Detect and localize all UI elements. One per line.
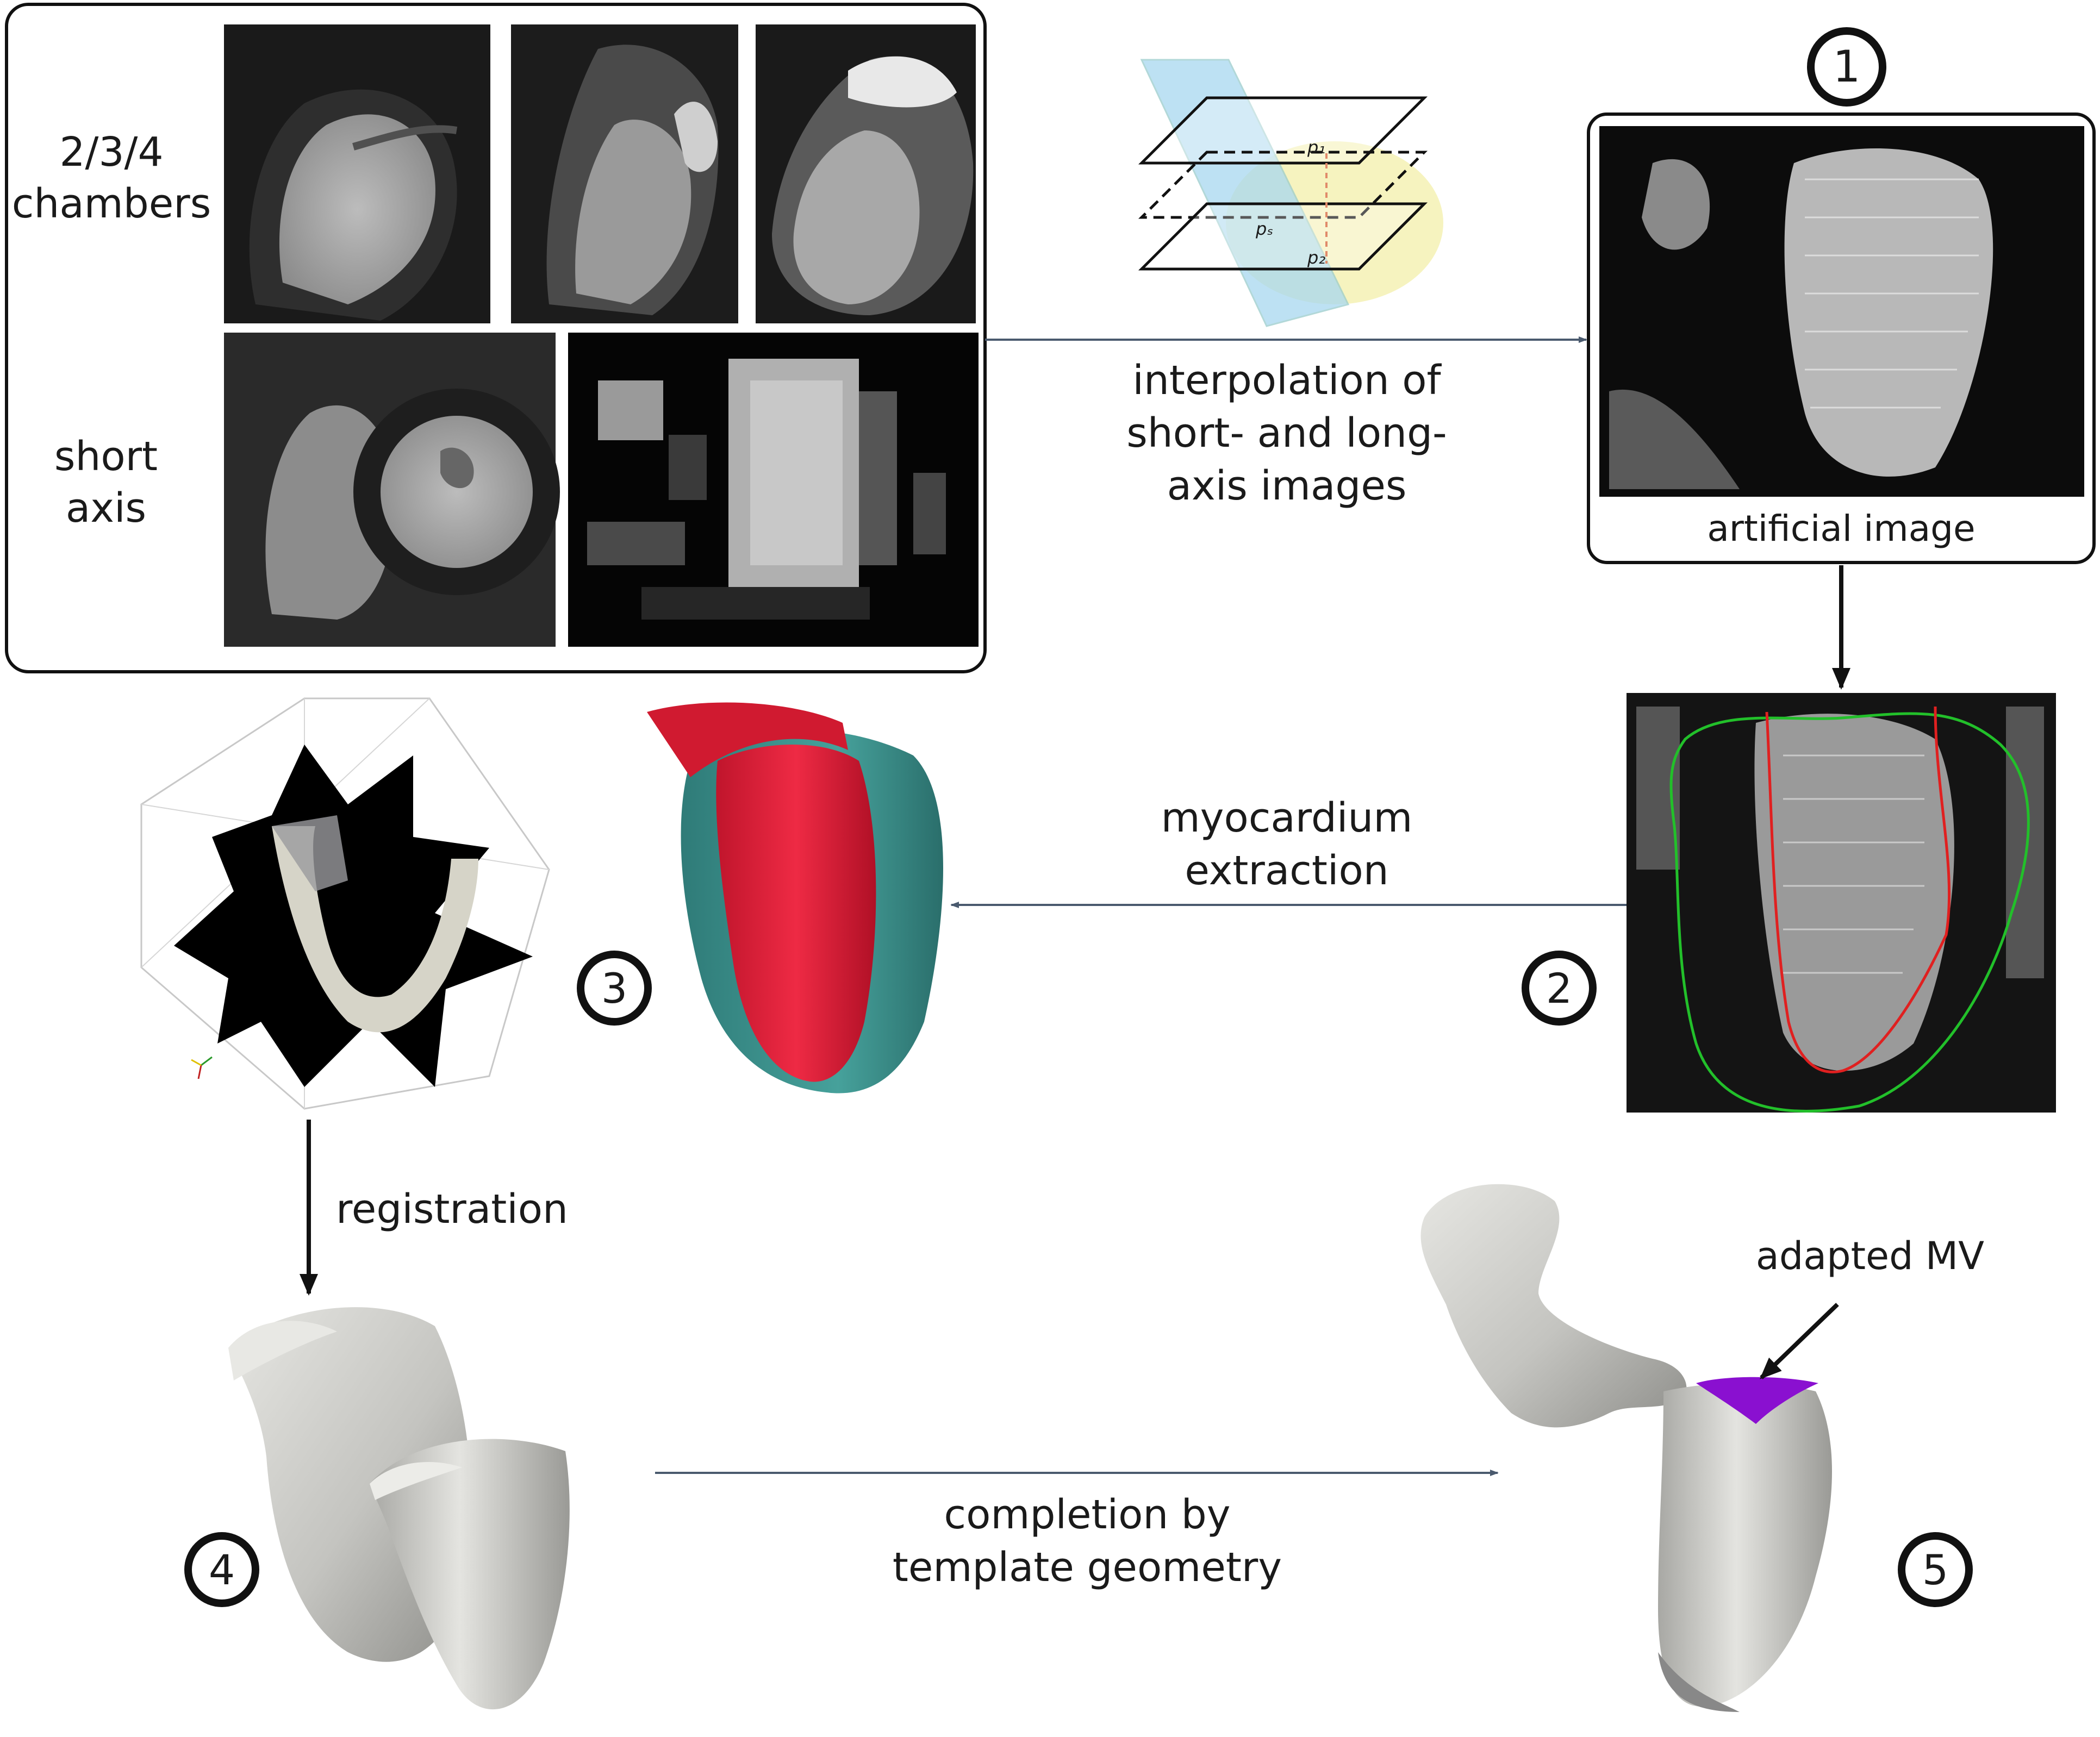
adapted-mitral-valve: [1696, 1377, 1818, 1424]
short-axis-label-line1: short: [54, 433, 158, 480]
step-5-badge: 5: [1898, 1532, 1973, 1607]
myocardium-3d-model: [647, 702, 943, 1094]
svg-text:1: 1: [1833, 41, 1861, 92]
short-axis-label-line2: axis: [66, 485, 146, 532]
arrow-to-mitral-valve: [1760, 1303, 1839, 1379]
segmentation-panel: [1627, 693, 2056, 1113]
completion-caption-line1: completion by: [944, 1491, 1230, 1538]
myocardium-caption-line2: extraction: [1185, 847, 1388, 894]
epicardium-contour: [1669, 712, 2030, 1113]
short-axis-plane-bottom: [1138, 202, 1428, 271]
svg-text:5: 5: [1922, 1546, 1948, 1594]
myocardium-caption-line1: myocardium: [1161, 795, 1413, 841]
registration-caption: registration: [336, 1186, 568, 1233]
long-axis-plane: [1140, 59, 1350, 327]
interp-caption-line3: axis images: [1167, 463, 1407, 509]
point-label-ps: pₛ: [1255, 218, 1273, 239]
point-label-p1: p₁: [1307, 137, 1325, 158]
endocardium-contour: [1765, 706, 1951, 1073]
right-ventricle-mesh: [370, 1439, 570, 1710]
svg-text:2: 2: [1546, 964, 1572, 1013]
svg-text:4: 4: [209, 1546, 235, 1594]
orthogonal-slices: [174, 745, 533, 1087]
completion-caption-line2: template geometry: [893, 1544, 1282, 1591]
bounding-cube: [140, 697, 550, 1110]
interp-caption-line1: interpolation of: [1132, 357, 1442, 404]
short-axis-plane-top: [1138, 96, 1428, 165]
completed-heart-geometry: [1420, 1184, 1832, 1712]
short-axis-stack-reformat: [568, 333, 979, 647]
step-3-badge: 3: [577, 951, 652, 1026]
adapted-mv-label: adapted MV: [1756, 1234, 1984, 1278]
voxel-volume-view: [140, 697, 550, 1110]
mri-4-chamber: [756, 24, 976, 323]
myocardium-slice: [272, 826, 478, 1033]
artificial-image-slice-lines: [1805, 178, 1979, 409]
input-images-panel: 2/3/4 chambers short axis: [5, 3, 987, 673]
artificial-image-panel: artificial image: [1587, 113, 2096, 564]
endocardium-surface: [716, 745, 876, 1082]
interpolated-plane: [1138, 151, 1428, 219]
interpolation-planes-illustration: p₁ pₛ p₂: [1138, 59, 1443, 327]
registered-ventricle-meshes: [228, 1307, 570, 1710]
step-4-badge: 4: [184, 1532, 259, 1607]
endocardium-top: [647, 702, 848, 777]
svg-text:3: 3: [601, 964, 627, 1013]
artificial-image-caption: artificial image: [1707, 508, 1975, 549]
segmentation-slice-lines: [1783, 754, 1924, 974]
interp-caption-line2: short- and long-: [1126, 410, 1447, 457]
atrium-aorta-mesh: [1420, 1184, 1687, 1428]
ventricle-mesh: [1658, 1383, 1832, 1707]
step-1-badge: 1: [1807, 27, 1886, 107]
mri-short-axis: [224, 333, 560, 647]
mri-2-chamber: [224, 24, 490, 323]
mri-3-chamber: [511, 24, 738, 323]
step-2-badge: 2: [1522, 951, 1597, 1026]
axes-triad-icon: [191, 1056, 213, 1079]
chambers-label-line2: chambers: [12, 180, 211, 227]
chambers-label-line1: 2/3/4: [59, 129, 163, 176]
point-label-p2: p₂: [1307, 247, 1325, 268]
